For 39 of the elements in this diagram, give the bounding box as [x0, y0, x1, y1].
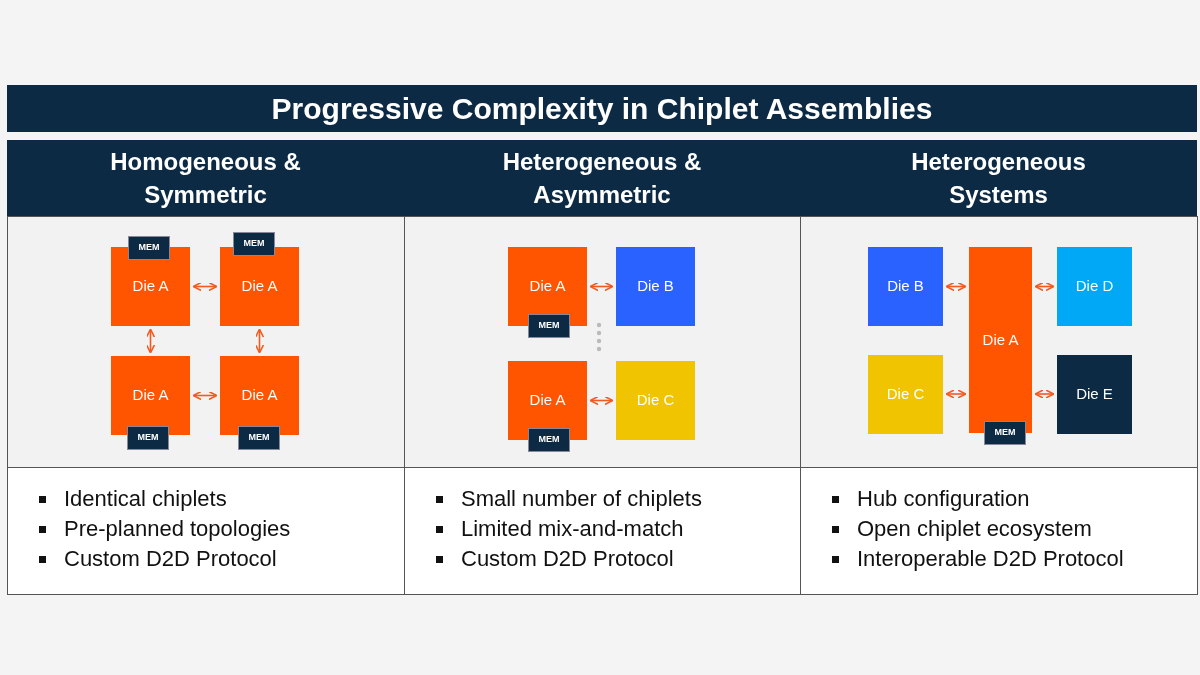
memory-block: MEM	[528, 428, 570, 452]
column-header: Homogeneous & Symmetric	[7, 140, 404, 216]
bullet-item: Pre-planned topologies	[39, 517, 291, 541]
bullet-item: Hub configuration	[832, 487, 1124, 511]
double-arrow	[192, 390, 218, 401]
column-header: Heterogeneous & Asymmetric	[404, 140, 800, 216]
double-arrow	[192, 281, 218, 292]
die-block: Die E	[1057, 355, 1132, 434]
die-block: Die A	[220, 247, 299, 326]
die-block: Die D	[1057, 247, 1132, 326]
die-block: Die B	[868, 247, 943, 326]
memory-block: MEM	[233, 232, 275, 256]
bullet-item: Open chiplet ecosystem	[832, 517, 1124, 541]
double-arrow	[1034, 389, 1055, 399]
die-block: Die C	[616, 361, 695, 440]
die-block: Die A	[111, 356, 190, 435]
bullet-item: Custom D2D Protocol	[436, 547, 702, 571]
bullet-item: Small number of chiplets	[436, 487, 702, 511]
die-block: Die C	[868, 355, 943, 434]
memory-block: MEM	[528, 314, 570, 338]
double-arrow	[145, 328, 156, 354]
bullet-item: Identical chiplets	[39, 487, 291, 511]
memory-block: MEM	[984, 421, 1026, 445]
double-arrow	[589, 395, 614, 406]
die-block: Die A	[220, 356, 299, 435]
double-arrow	[254, 328, 265, 354]
memory-block: MEM	[238, 426, 280, 450]
double-arrow	[589, 281, 614, 292]
bullet-item: Limited mix-and-match	[436, 517, 702, 541]
memory-block: MEM	[128, 236, 170, 260]
memory-block: MEM	[127, 426, 169, 450]
double-arrow	[945, 281, 967, 292]
double-arrow	[1034, 281, 1055, 292]
bullet-item: Custom D2D Protocol	[39, 547, 291, 571]
column-header: Heterogeneous Systems	[800, 140, 1197, 216]
die-block: Die B	[616, 247, 695, 326]
double-arrow	[945, 389, 967, 399]
title-bar: Progressive Complexity in Chiplet Assemblies	[7, 85, 1197, 132]
bullet-item: Interoperable D2D Protocol	[832, 547, 1124, 571]
